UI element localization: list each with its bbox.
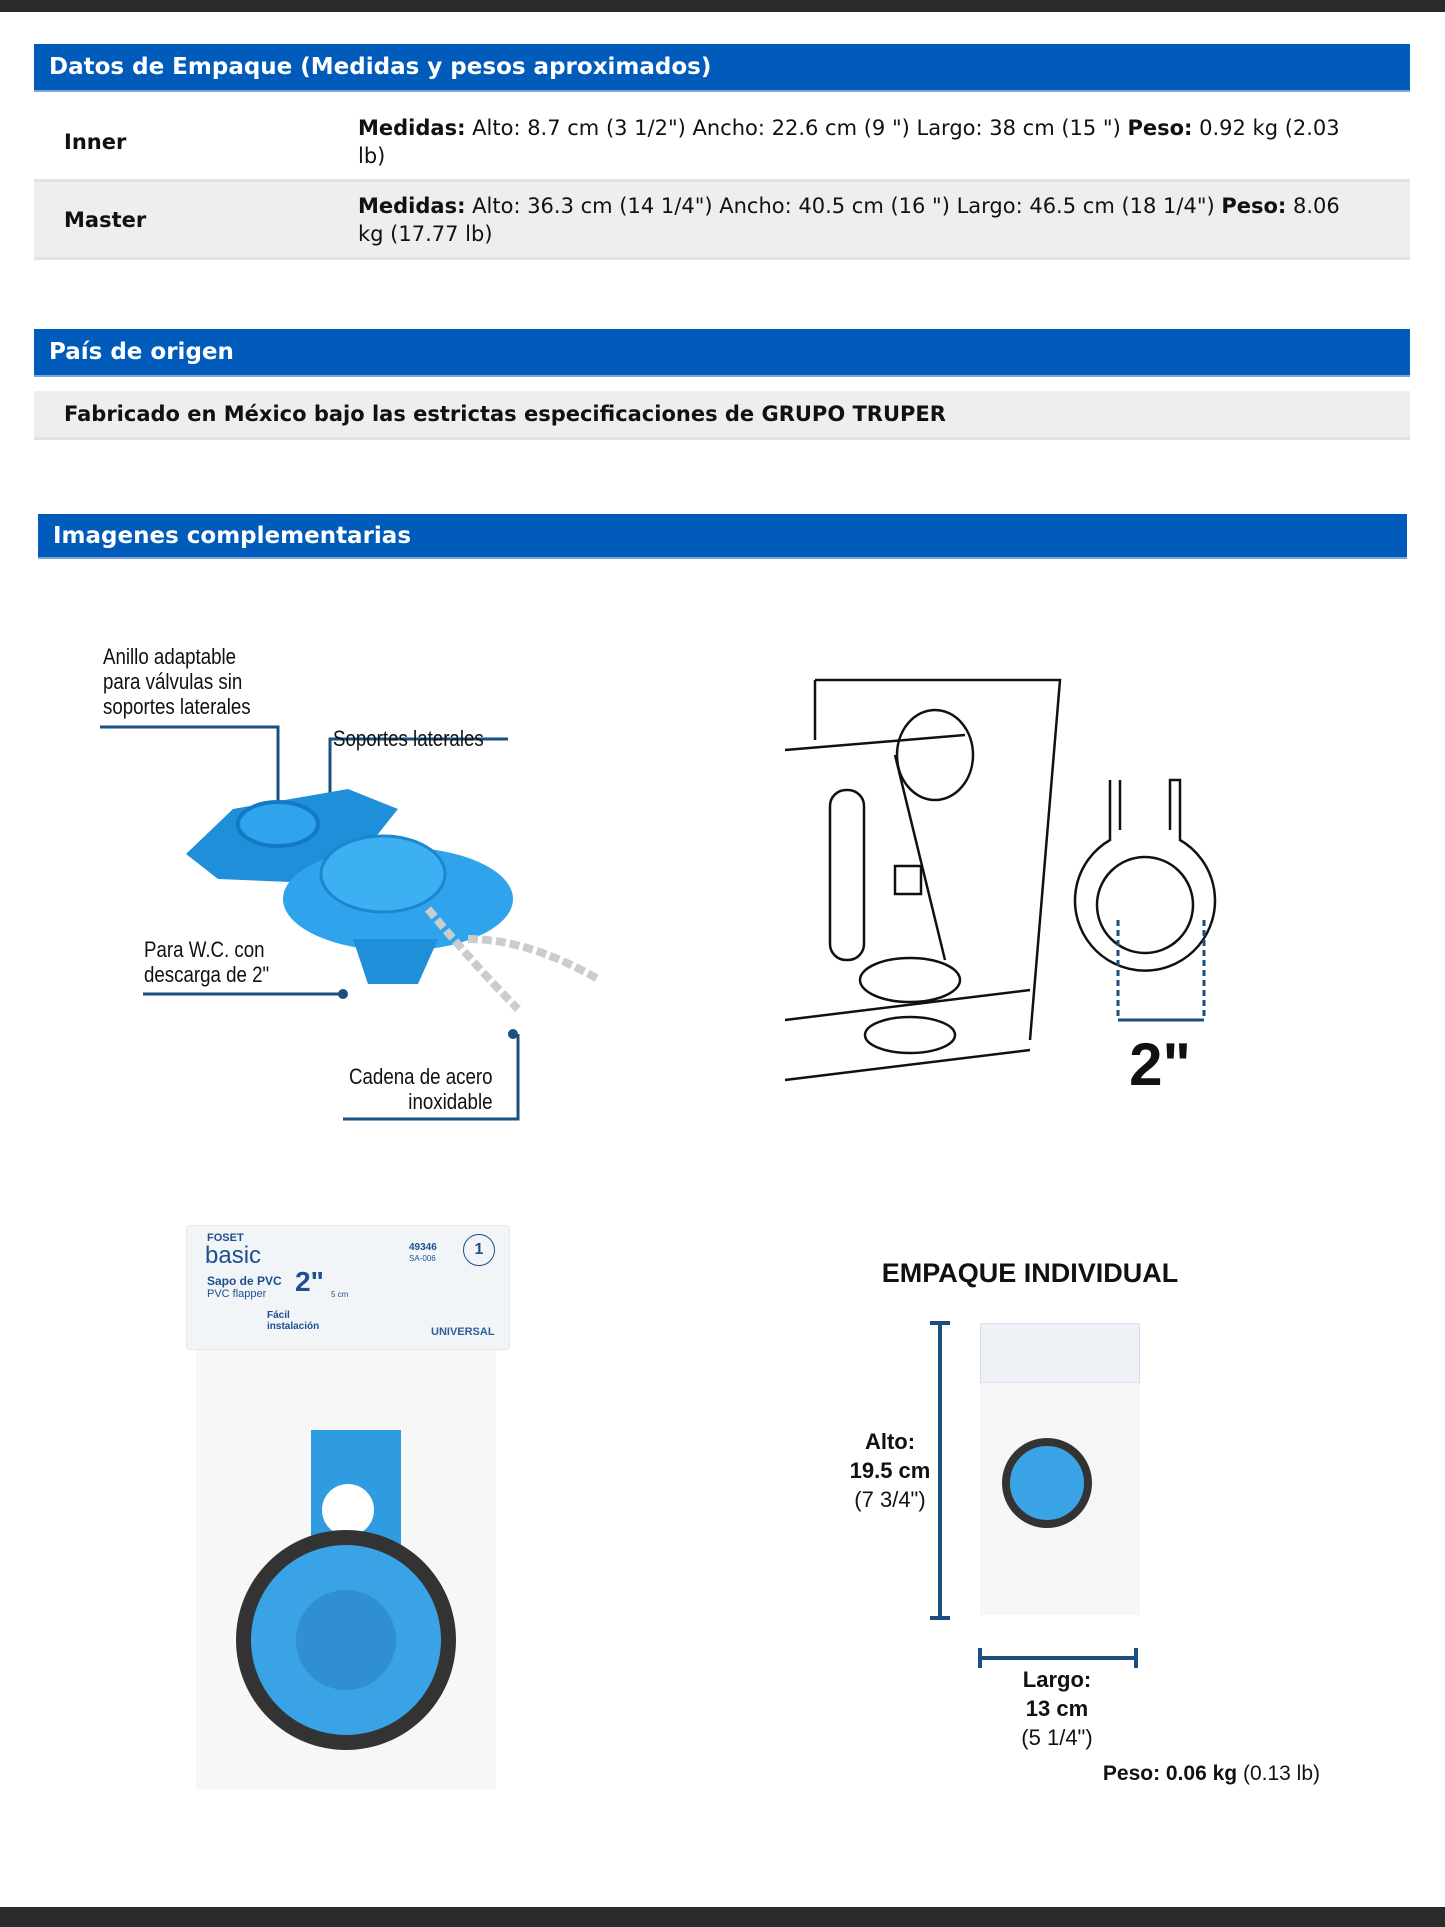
row-value: Medidas: Alto: 36.3 cm (14 1/4") Ancho: …	[358, 192, 1410, 248]
table-row: Master Medidas: Alto: 36.3 cm (14 1/4") …	[34, 182, 1410, 260]
peso-label: Peso:	[1221, 193, 1287, 218]
name-es: Sapo de PVC	[207, 1274, 282, 1288]
brand: FOSET	[207, 1232, 244, 1244]
size-cm: 5 cm	[331, 1290, 349, 1299]
row-label: Master	[64, 207, 147, 232]
alto-inches: (7 3/4")	[854, 1487, 926, 1512]
largo-inches: (5 1/4")	[1021, 1725, 1093, 1750]
row-label: Inner	[64, 129, 127, 154]
alto-dimension: Alto: 19.5 cm (7 3/4")	[830, 1427, 950, 1514]
table-row: Inner Medidas: Alto: 8.7 cm (3 1/2") Anc…	[34, 104, 1410, 182]
dimension-lines	[930, 1321, 1138, 1668]
section-title: Imagenes complementarias	[53, 522, 412, 549]
code: 49346	[409, 1242, 437, 1253]
label-wc: Para W.C. con descarga de 2"	[144, 937, 270, 987]
alto-label: Alto:	[864, 1429, 916, 1454]
medidas-value: Alto: 36.3 cm (14 1/4") Ancho: 40.5 cm (…	[465, 193, 1222, 218]
individual-package-thumb	[980, 1323, 1140, 1615]
size: 2"	[295, 1266, 324, 1297]
product-line: basic	[205, 1242, 262, 1269]
package-card: FOSET basic Sapo de PVC PVC flapper 2" 5…	[186, 1225, 510, 1350]
peso-lb: (0.13 lb)	[1237, 1762, 1320, 1785]
tank-illustration	[784, 678, 1217, 1082]
origin-text: Fabricado en México bajo las estrictas e…	[64, 402, 946, 426]
medidas-label: Medidas:	[358, 115, 466, 140]
origin-row: Fabricado en México bajo las estrictas e…	[34, 391, 1410, 440]
medidas-label: Medidas:	[358, 193, 466, 218]
peso-value: 8.06 kg (17.77 lb)	[358, 193, 1340, 246]
section-title: Datos de Empaque (Medidas y pesos aproxi…	[49, 54, 712, 80]
largo-dimension: Largo: 13 cm (5 1/4")	[997, 1665, 1117, 1752]
peso-label: Peso:	[1127, 115, 1193, 140]
sku: SA-006	[409, 1254, 436, 1263]
label-chain: Cadena de acero inoxidable	[349, 1064, 493, 1114]
name-en: PVC flapper	[207, 1288, 267, 1300]
packaging-header: Datos de Empaque (Medidas y pesos aproxi…	[34, 44, 1410, 92]
individual-title: EMPAQUE INDIVIDUAL	[881, 1258, 1179, 1288]
peso-value: 0.92 kg (2.03 lb)	[358, 115, 1340, 168]
alto-value: 19.5 cm	[849, 1458, 931, 1483]
weight: Peso: 0.06 kg (0.13 lb)	[1080, 1762, 1320, 1786]
easy-install: Fácil instalación	[267, 1310, 320, 1332]
largo-value: 13 cm	[1025, 1696, 1089, 1721]
section-title: País de origen	[49, 339, 234, 365]
top-bar	[0, 0, 1445, 12]
images-header: Imagenes complementarias	[38, 514, 1407, 559]
package-bag	[196, 1350, 496, 1790]
label-supports: Soportes laterales	[333, 726, 484, 751]
row-value: Medidas: Alto: 8.7 cm (3 1/2") Ancho: 22…	[358, 114, 1410, 170]
largo-label: Largo:	[1022, 1667, 1092, 1692]
medidas-value: Alto: 8.7 cm (3 1/2") Ancho: 22.6 cm (9 …	[465, 115, 1128, 140]
flapper-illustration	[100, 725, 600, 1121]
label-ring: Anillo adaptable para válvulas sin sopor…	[103, 644, 251, 719]
size-label: 2"	[1129, 1031, 1191, 1098]
origin-header: País de origen	[34, 329, 1410, 377]
peso-label: Peso: 0.06 kg	[1102, 1762, 1238, 1785]
universal: UNIVERSAL	[431, 1326, 495, 1338]
warranty-badge: 1	[463, 1234, 495, 1266]
bottom-bar	[0, 1907, 1445, 1927]
